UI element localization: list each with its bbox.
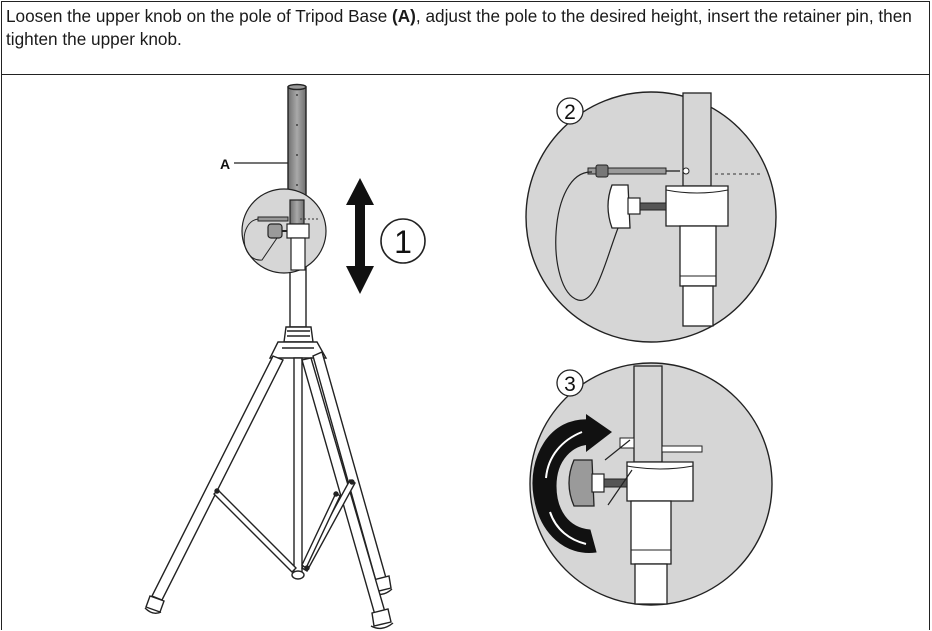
detail-step-3: 3 (529, 362, 773, 606)
tripod-detail-circle (241, 188, 327, 274)
step-1-marker: 1 (380, 218, 426, 264)
step-3-number: 3 (564, 373, 576, 396)
instruction-part-2: , adjust the pole to the desired height,… (6, 6, 912, 49)
header-divider (1, 74, 930, 75)
tripod-stand (144, 83, 394, 630)
instruction-bold-label: (A) (392, 6, 416, 26)
detail-step-2: 2 (525, 91, 777, 343)
instruction-text: Loosen the upper knob on the pole of Tri… (6, 5, 921, 51)
callout-a-label: A (220, 156, 230, 172)
callout-a: A (220, 156, 288, 172)
step-2-number: 2 (564, 101, 576, 124)
step-1-number: 1 (394, 224, 412, 260)
instruction-part-1: Loosen the upper knob on the pole of Tri… (6, 6, 393, 26)
height-adjust-arrow-icon (346, 178, 374, 294)
